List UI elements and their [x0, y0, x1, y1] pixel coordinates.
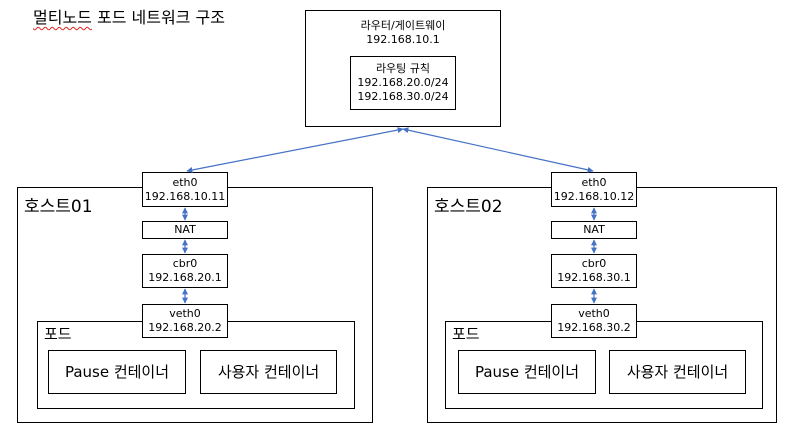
eth0-ip-01: 192.168.10.11 — [144, 189, 226, 203]
pause-container-01: Pause 컨테이너 — [48, 350, 186, 394]
eth0-name-01: eth0 — [172, 175, 198, 189]
cbr0-box-01: cbr0 192.168.20.1 — [142, 254, 228, 288]
eth0-box-01: eth0 192.168.10.11 — [142, 172, 228, 207]
link-router-host01 — [186, 127, 404, 173]
nat-box-02: NAT — [551, 221, 637, 239]
veth0-box-01: veth0 192.168.20.2 — [142, 304, 228, 338]
cbr0-ip-01: 192.168.20.1 — [148, 271, 222, 284]
host-label-02: 호스트02 — [434, 197, 503, 217]
router-ip: 192.168.10.1 — [366, 33, 440, 46]
pod-label-01: 포드 — [44, 325, 72, 343]
eth0-name-02: eth0 — [581, 175, 607, 189]
cbr0-name-02: cbr0 — [581, 257, 607, 270]
nat-box-01: NAT — [142, 221, 228, 239]
routing-rule-2: 192.168.30.0/24 — [357, 90, 449, 103]
veth0-box-02: veth0 192.168.30.2 — [551, 304, 637, 338]
user-container-02: 사용자 컨테이너 — [609, 350, 746, 394]
title-rest: 포드 네트워크 구조 — [91, 8, 225, 27]
veth0-name-02: veth0 — [578, 307, 610, 320]
pause-container-label-02: Pause 컨테이너 — [474, 363, 580, 381]
link-router-host02 — [402, 127, 594, 173]
user-container-label-01: 사용자 컨테이너 — [217, 363, 320, 381]
veth0-ip-01: 192.168.20.2 — [148, 321, 222, 334]
host-label-01: 호스트01 — [24, 197, 93, 217]
pause-container-label-01: Pause 컨테이너 — [64, 363, 170, 381]
router-box: 라우터/게이트웨이 192.168.10.1 라우팅 규칙 192.168.20… — [305, 10, 501, 127]
veth0-name-01: veth0 — [169, 307, 201, 320]
eth0-box-02: eth0 192.168.10.12 — [551, 172, 637, 207]
user-container-label-02: 사용자 컨테이너 — [626, 363, 729, 381]
routing-rules-title: 라우팅 규칙 — [375, 62, 431, 75]
title-underlined-word: 멀티노드 — [33, 8, 92, 27]
page-title: 멀티노드 포드 네트워크 구조 — [33, 8, 225, 28]
eth0-ip-02: 192.168.10.12 — [553, 189, 635, 203]
routing-rules-box: 라우팅 규칙 192.168.20.0/24 192.168.30.0/24 — [350, 56, 456, 110]
pod-label-02: 포드 — [452, 325, 480, 343]
routing-rule-1: 192.168.20.0/24 — [357, 76, 449, 89]
router-name: 라우터/게이트웨이 — [360, 19, 446, 32]
cbr0-ip-02: 192.168.30.1 — [557, 271, 631, 284]
cbr0-name-01: cbr0 — [172, 257, 198, 270]
nat-label-01: NAT — [174, 223, 196, 236]
cbr0-box-02: cbr0 192.168.30.1 — [551, 254, 637, 288]
user-container-01: 사용자 컨테이너 — [200, 350, 337, 394]
nat-label-02: NAT — [583, 223, 605, 236]
veth0-ip-02: 192.168.30.2 — [557, 321, 631, 334]
pause-container-02: Pause 컨테이너 — [458, 350, 596, 394]
